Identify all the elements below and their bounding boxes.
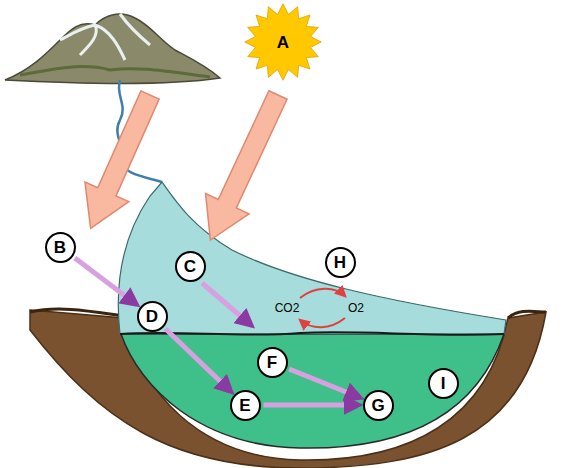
flow-arrow [289,369,361,398]
cycle-arrow [300,289,345,298]
callout-circle: H [325,247,356,278]
sunlight-arrow [189,85,300,250]
callout-circle: E [230,390,261,421]
thermocline-line [120,332,504,335]
callout-letter: A [277,34,289,51]
flow-arrow [165,329,231,392]
surface-water [118,182,506,334]
callout-letter: E [239,397,250,414]
callout-letter: H [334,254,346,271]
callout-circle: G [363,390,394,421]
callout-letter: D [146,308,158,325]
gas-label: O2 [348,302,364,314]
callout-circle: F [257,347,288,378]
flow-arrow [264,403,360,408]
soil [30,310,546,468]
bottom-water [121,334,504,448]
callout-letter: C [184,258,196,275]
callout-letter: F [267,354,277,371]
callout-circle: I [428,368,459,399]
sun: A [244,3,322,81]
cycle-arrow [300,318,345,327]
callout-circle: C [175,251,206,282]
callout-circle: B [45,232,76,263]
mountain [5,14,220,84]
gas-label: CO2 [275,302,300,314]
callout-circle: D [137,301,168,332]
callout-letter: I [441,375,446,392]
callout-letter: B [54,239,66,256]
callout-letter: G [371,397,384,414]
sunlight-arrow [69,85,172,238]
flow-arrow [75,258,137,305]
flow-arrow [202,283,252,326]
